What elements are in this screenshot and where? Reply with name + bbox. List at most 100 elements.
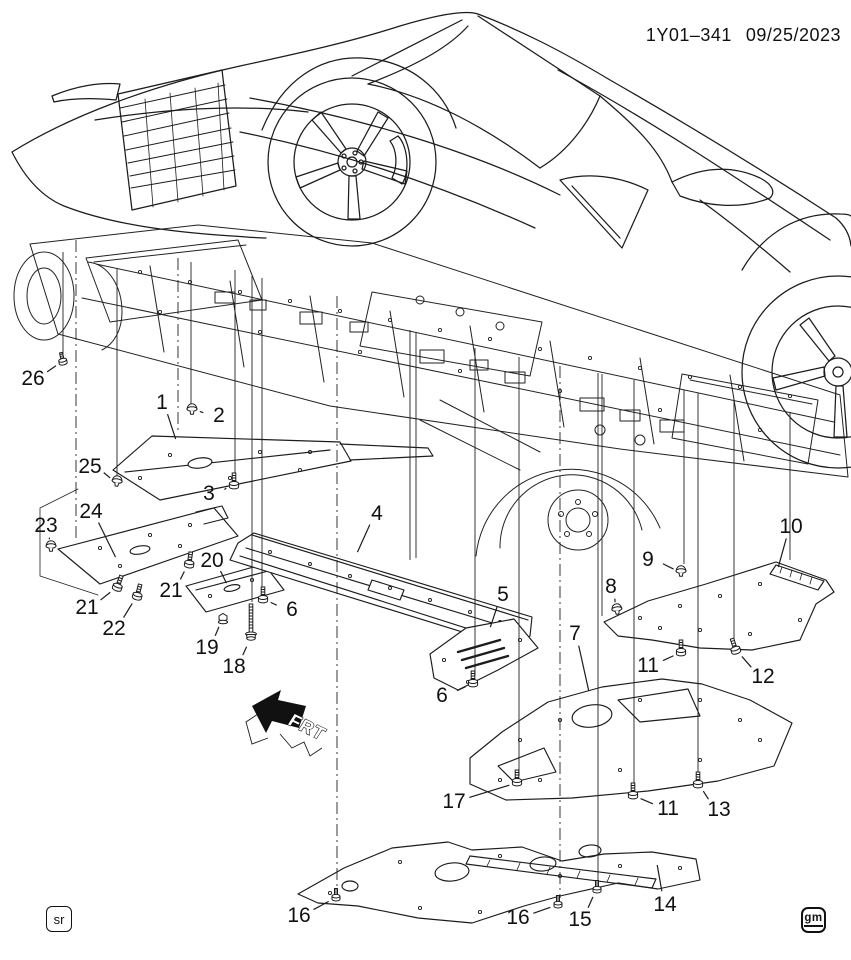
callout-number-11: 11 <box>657 797 679 820</box>
callout-12: 12 <box>727 636 775 688</box>
callout-leader-line <box>214 626 220 637</box>
callout-number-10: 10 <box>779 515 802 538</box>
callout-3: 3 <box>203 472 240 505</box>
callout-leader-line <box>199 410 204 414</box>
drawing-number: 1Y01–341 <box>645 25 732 45</box>
callout-leader-line <box>224 487 227 490</box>
nut-fastener-icon <box>217 613 229 625</box>
callout-6: 6 <box>257 586 298 621</box>
callout-number-6: 6 <box>286 598 298 621</box>
callout-number-2: 2 <box>213 404 225 427</box>
clip-fastener-icon <box>110 474 124 488</box>
callout-number-11: 11 <box>637 654 659 677</box>
bolt-fastener-icon <box>131 582 146 602</box>
callout-21: 21 <box>75 573 127 619</box>
callout-11: 11 <box>637 639 687 677</box>
callout-6: 6 <box>436 670 479 707</box>
sr-label: sr <box>53 911 65 927</box>
callout-leader-line <box>242 646 248 656</box>
callout-leader-line <box>533 906 551 914</box>
clip-fastener-icon <box>45 540 57 552</box>
callout-number-21: 21 <box>159 579 182 602</box>
callout-15: 15 <box>568 880 602 931</box>
callout-leader-line <box>741 656 752 668</box>
callout-leader-line <box>356 524 371 553</box>
callout-4: 4 <box>356 502 383 553</box>
callout-7: 7 <box>569 622 590 692</box>
callout-number-25: 25 <box>78 455 101 478</box>
callout-number-16: 16 <box>506 906 529 929</box>
assembly-centerlines <box>62 240 791 898</box>
callout-21: 21 <box>159 550 196 602</box>
callout-leader-line <box>578 645 590 692</box>
callout-leader-line <box>469 784 510 799</box>
callout-14: 14 <box>653 864 677 916</box>
callout-number-12: 12 <box>751 665 774 688</box>
callout-number-20: 20 <box>200 549 223 572</box>
callout-leader-line <box>97 522 117 558</box>
callout-20: 20 <box>200 549 228 584</box>
callout-number-21: 21 <box>75 596 98 619</box>
callout-18: 18 <box>222 603 257 678</box>
frt-arrow-icon <box>252 690 306 733</box>
callout-2: 2 <box>186 403 225 427</box>
callout-26: 26 <box>21 351 69 390</box>
callout-leader-line <box>166 414 177 440</box>
gm-logo-badge: gm <box>801 907 826 933</box>
callout-10: 10 <box>777 515 803 568</box>
callout-number-1: 1 <box>156 391 168 414</box>
callout-16: 16 <box>287 888 341 927</box>
callout-number-13: 13 <box>707 798 730 821</box>
callout-number-15: 15 <box>568 908 591 931</box>
callout-leader-line <box>662 563 674 570</box>
callout-number-9: 9 <box>642 548 654 571</box>
callout-leader-line <box>270 601 277 606</box>
callout-22: 22 <box>102 582 146 640</box>
callout-8: 8 <box>605 575 624 616</box>
gm-logo-text: gm <box>804 912 823 928</box>
callout-leader-line <box>777 538 787 568</box>
exploded-parts-art <box>57 435 835 924</box>
callout-leader-line <box>100 591 111 601</box>
callout-leader-line <box>103 472 111 479</box>
callout-number-24: 24 <box>79 500 103 523</box>
callout-19: 19 <box>195 613 229 659</box>
callout-11: 11 <box>627 782 679 820</box>
callout-leader-line <box>656 864 663 892</box>
callout-leader-line <box>456 686 466 692</box>
callout-24: 24 <box>79 500 117 558</box>
callout-number-4: 4 <box>371 502 383 525</box>
callout-9: 9 <box>642 548 687 577</box>
callout-number-17: 17 <box>442 790 465 813</box>
callout-number-8: 8 <box>605 575 617 598</box>
clip-fastener-icon <box>186 403 198 415</box>
chassis-art <box>13 224 849 596</box>
callout-leader-line <box>46 365 57 373</box>
callout-number-5: 5 <box>497 583 509 606</box>
callout-leader-line <box>219 570 228 584</box>
callout-number-7: 7 <box>569 622 581 645</box>
callout-leader-line <box>313 900 330 911</box>
callout-1: 1 <box>156 391 177 440</box>
clip-fastener-icon <box>610 602 624 616</box>
signature-badge-sr: sr <box>46 906 72 932</box>
frt-indicator: FRT <box>245 690 330 757</box>
callout-leader-line <box>179 571 185 580</box>
callout-leader-line <box>587 896 594 909</box>
callout-number-23: 23 <box>34 514 57 537</box>
callout-17: 17 <box>442 769 523 813</box>
callout-number-16: 16 <box>287 904 310 927</box>
car-body-art <box>11 11 851 469</box>
frt-label: FRT <box>285 710 330 744</box>
callout-leader-line <box>123 603 133 618</box>
callout-number-26: 26 <box>21 367 44 390</box>
callout-number-14: 14 <box>653 893 677 916</box>
callout-leader-line <box>702 790 709 800</box>
callout-leader-line <box>640 798 654 805</box>
callout-number-3: 3 <box>203 482 215 505</box>
callout-number-22: 22 <box>102 617 125 640</box>
callout-25: 25 <box>78 455 124 488</box>
